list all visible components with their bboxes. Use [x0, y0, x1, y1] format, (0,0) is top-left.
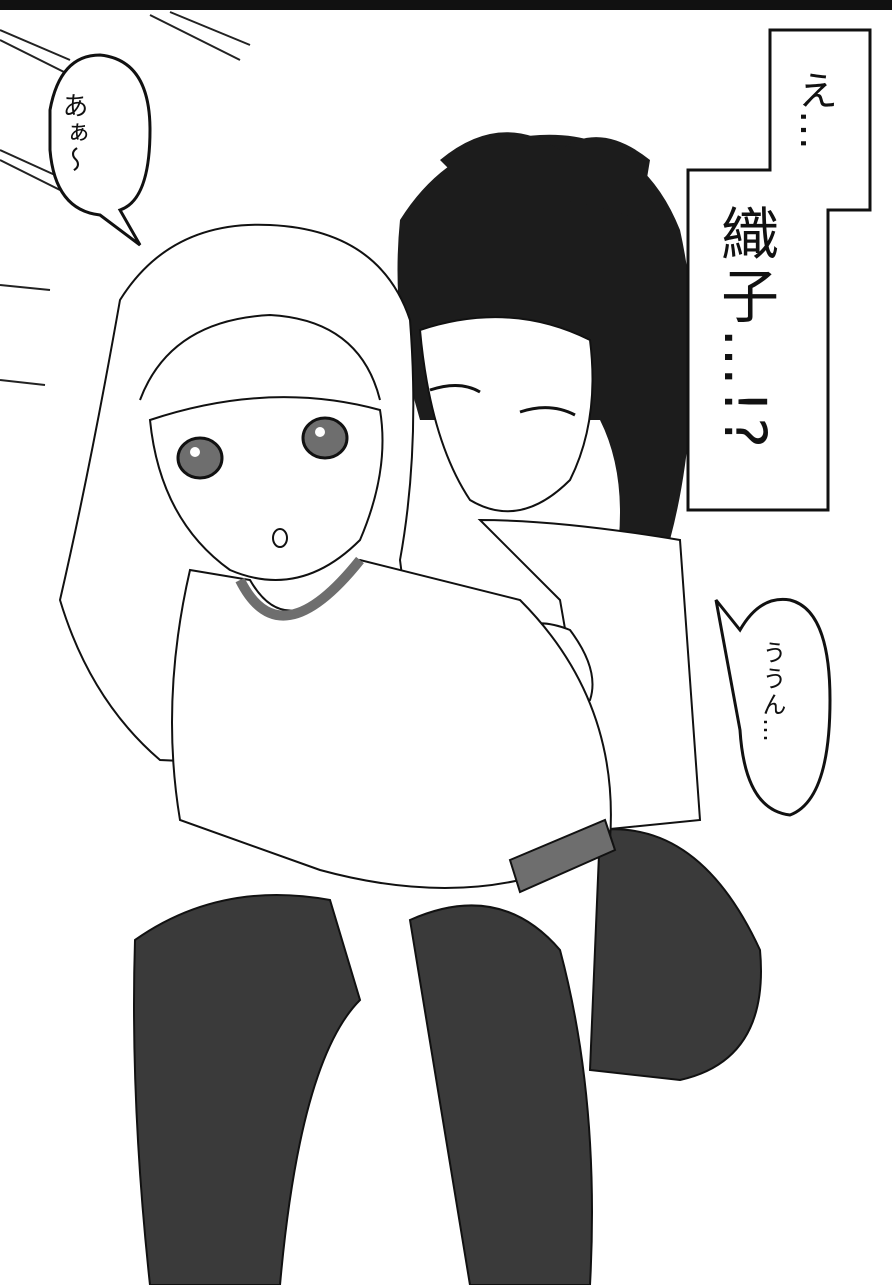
speech-bubble-aa — [48, 53, 152, 247]
caption-box — [686, 28, 872, 512]
panel-border-top — [0, 0, 892, 10]
dialogue-aa: あぁ～ — [58, 92, 88, 173]
dialogue-eh: え… — [791, 70, 837, 150]
white-haired-girl — [58, 223, 617, 1285]
dialogue-uun: ううん… — [758, 640, 786, 744]
dialogue-oriko: 織子…!? — [711, 204, 779, 453]
speech-bubble-uun — [714, 597, 832, 817]
